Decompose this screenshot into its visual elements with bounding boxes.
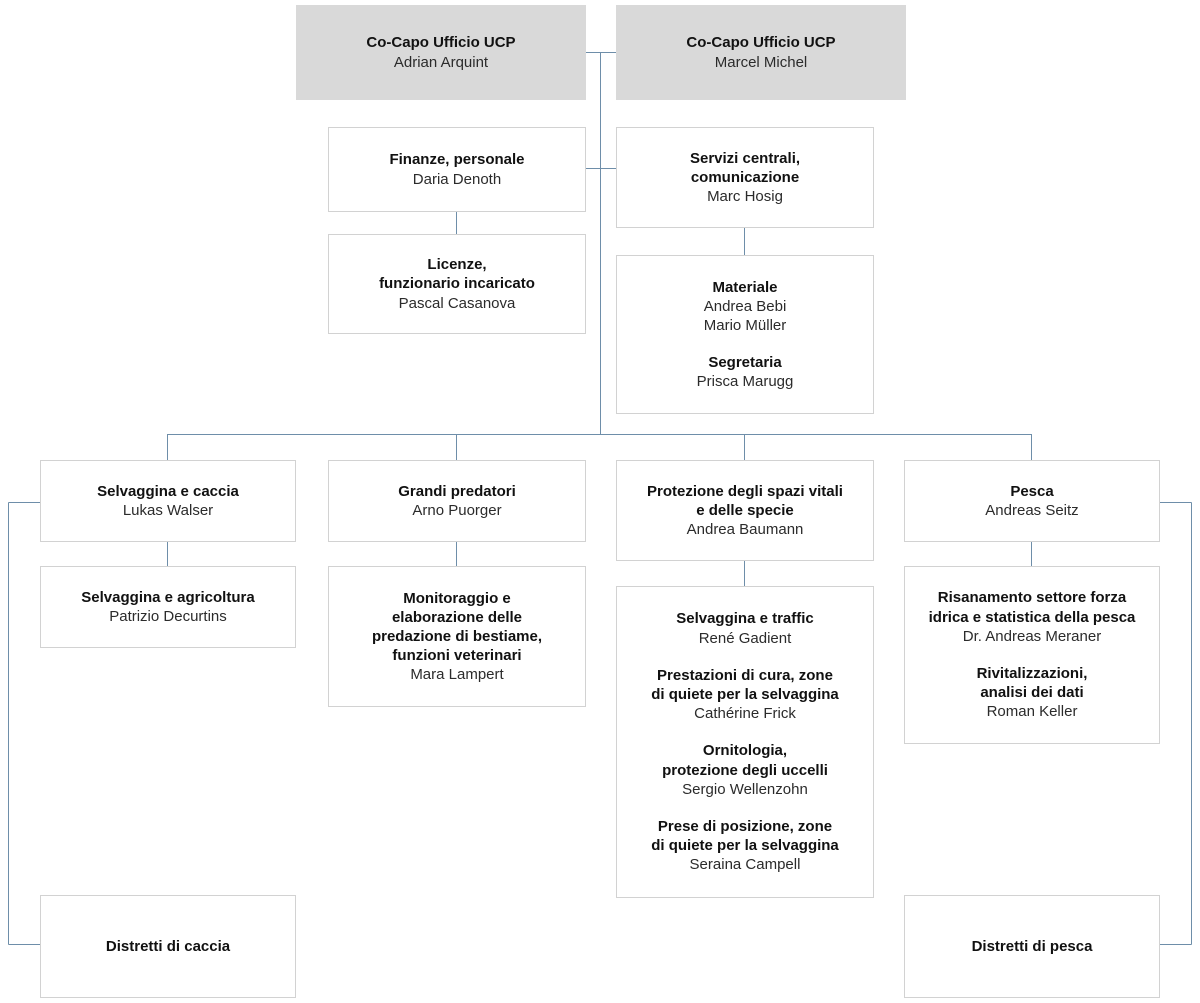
node-role-line2: comunicazione (690, 168, 800, 186)
node-person: Marcel Michel (714, 53, 808, 71)
node-selvaggina-e-caccia[interactable]: Selvaggina e caccia Lukas Walser (40, 460, 296, 542)
node-role: Grandi predatori (398, 482, 516, 500)
node-person: Adrian Arquint (393, 53, 489, 71)
node-licenze[interactable]: Licenze, funzionario incaricato Pascal C… (328, 234, 586, 334)
node-role-line1: Licenze, (427, 256, 487, 274)
node-person: Sergio Wellenzohn (682, 780, 808, 798)
node-role: Distretti di pesca (971, 937, 1093, 955)
node-selvaggina-e-agricoltura[interactable]: Selvaggina e agricoltura Patrizio Decurt… (40, 566, 296, 648)
sub-unit-prestazioni-cura: Prestazioni di cura, zone di quiete per … (627, 666, 863, 724)
node-role-line1: Servizi centrali, (689, 149, 801, 167)
sub-unit-ornitologia: Ornitologia, protezione degli uccelli Se… (627, 741, 863, 799)
node-distretti-di-caccia[interactable]: Distretti di caccia (40, 895, 296, 998)
node-role-line1: Protezione degli spazi vitali (647, 482, 843, 500)
node-role: Pesca (1010, 482, 1054, 500)
node-role: Selvaggina e traffic (676, 610, 814, 628)
node-role-line2: idrica e statistica della pesca (928, 608, 1136, 626)
sub-unit-risanamento: Risanamento settore forza idrica e stati… (915, 588, 1149, 646)
node-person: Seraina Campell (689, 856, 801, 874)
node-person-3: Prisca Marugg (696, 373, 794, 391)
node-role-line1: Prese di posizione, zone (657, 817, 833, 835)
node-role-line1: Prestazioni di cura, zone (657, 666, 833, 684)
node-role-line2: elaborazione delle (391, 608, 523, 626)
node-role: Selvaggina e caccia (97, 482, 239, 500)
sub-unit-selvaggina-traffic: Selvaggina e traffic René Gadient (627, 609, 863, 647)
node-role: Finanze, personale (389, 151, 525, 169)
node-pesca-sub-units[interactable]: Risanamento settore forza idrica e stati… (904, 566, 1160, 744)
node-person: René Gadient (698, 629, 792, 647)
sub-unit-rivitalizzazioni: Rivitalizzazioni, analisi dei dati Roman… (915, 664, 1149, 722)
node-role-line1: Monitoraggio e (403, 589, 511, 607)
node-role-line1: Rivitalizzazioni, (976, 665, 1088, 682)
node-person: Marc Hosig (707, 188, 783, 206)
node-role-line1: Risanamento settore forza (937, 589, 1127, 607)
node-role: Distretti di caccia (105, 937, 231, 955)
node-protezione-sub-units[interactable]: Selvaggina e traffic René Gadient Presta… (616, 586, 874, 898)
node-person: Mara Lampert (410, 666, 504, 684)
node-person: Lukas Walser (122, 502, 214, 519)
node-role-line2: di quiete per la selvaggina (651, 837, 839, 855)
node-person: Dr. Andreas Meraner (962, 627, 1102, 645)
node-pesca[interactable]: Pesca Andreas Seitz (904, 460, 1160, 542)
node-finanze-personale[interactable]: Finanze, personale Daria Denoth (328, 127, 586, 212)
node-person: Arno Puorger (412, 502, 502, 519)
node-grandi-predatori[interactable]: Grandi predatori Arno Puorger (328, 460, 586, 542)
node-person-1: Andrea Bebi (703, 297, 787, 315)
node-role-line2: e delle specie (696, 501, 794, 519)
node-co-head-left[interactable]: Co-Capo Ufficio UCP Adrian Arquint (296, 5, 586, 100)
node-person: Patrizio Decurtins (109, 608, 227, 625)
node-person: Cathérine Frick (694, 705, 796, 723)
node-person: Pascal Casanova (398, 294, 516, 312)
node-protezione-spazi-vitali[interactable]: Protezione degli spazi vitali e delle sp… (616, 460, 874, 561)
node-role-line2: protezione degli uccelli (662, 761, 828, 779)
node-role: Selvaggina e agricoltura (81, 588, 255, 606)
node-role: Materiale (712, 278, 778, 296)
node-role-line2: di quiete per la selvaggina (651, 686, 839, 704)
node-distretti-di-pesca[interactable]: Distretti di pesca (904, 895, 1160, 998)
node-role-line4: funzioni veterinari (392, 647, 522, 665)
node-role-line2: analisi dei dati (980, 684, 1084, 702)
node-co-head-right[interactable]: Co-Capo Ufficio UCP Marcel Michel (616, 5, 906, 100)
node-role-line1: Ornitologia, (702, 742, 788, 760)
node-person: Daria Denoth (412, 170, 502, 188)
node-person-2: Mario Müller (703, 316, 787, 334)
node-materiale[interactable]: Materiale Andrea Bebi Mario Müller Segre… (616, 255, 874, 414)
node-person: Roman Keller (986, 703, 1078, 721)
node-role: Co-Capo Ufficio UCP (686, 34, 836, 52)
node-role-line3: predazione di bestiame, (371, 627, 543, 645)
node-monitoraggio-predazione[interactable]: Monitoraggio e elaborazione delle predaz… (328, 566, 586, 707)
node-role: Co-Capo Ufficio UCP (366, 34, 516, 52)
node-role-line2: funzionario incaricato (379, 275, 535, 293)
sub-unit-prese-di-posizione: Prese di posizione, zone di quiete per l… (627, 817, 863, 875)
node-person: Andreas Seitz (985, 502, 1079, 519)
node-servizi-centrali[interactable]: Servizi centrali, comunicazione Marc Hos… (616, 127, 874, 228)
node-role-2: Segretaria (708, 354, 782, 372)
node-person: Andrea Baumann (686, 521, 804, 539)
